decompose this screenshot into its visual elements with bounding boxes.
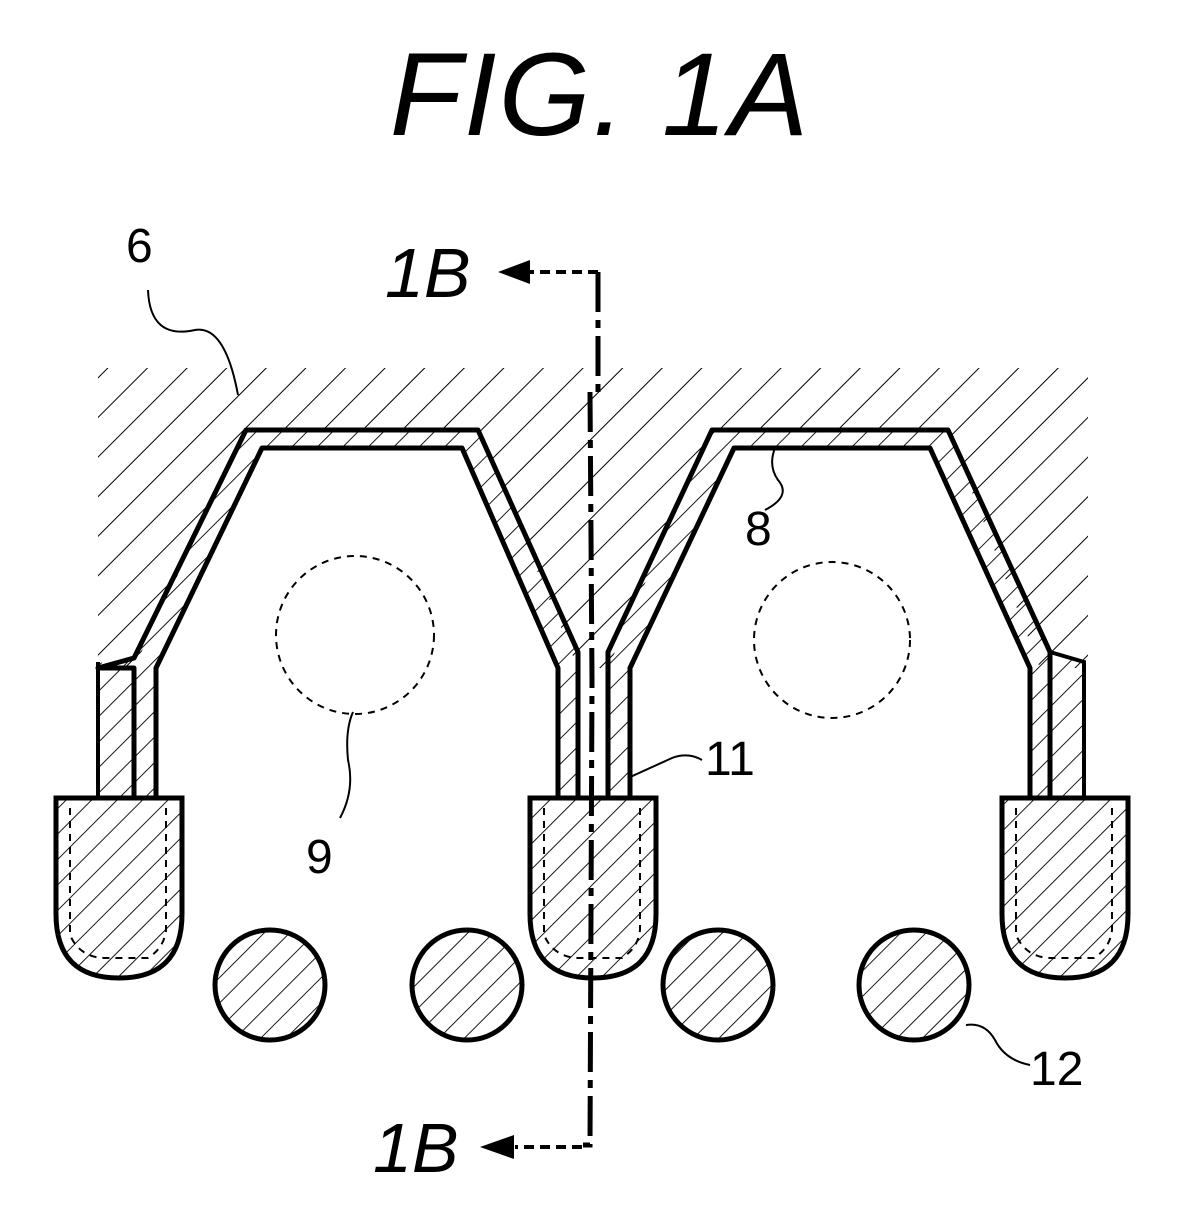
pillar-4 bbox=[859, 930, 969, 1040]
pillar-2 bbox=[412, 930, 522, 1040]
pillar-1 bbox=[215, 930, 325, 1040]
left-outer-wall bbox=[98, 662, 134, 798]
heater-right bbox=[754, 562, 910, 718]
leader-11 bbox=[628, 755, 702, 778]
wall-tip-right bbox=[1002, 798, 1128, 978]
label-12: 12 bbox=[1030, 1043, 1083, 1096]
heater-left bbox=[276, 556, 434, 714]
label-9: 9 bbox=[306, 831, 333, 884]
label-11: 11 bbox=[705, 733, 755, 786]
pillar-3 bbox=[663, 930, 773, 1040]
section-mark-bottom: 1B bbox=[373, 1109, 459, 1187]
label-6: 6 bbox=[126, 220, 153, 273]
section-mark-top: 1B bbox=[385, 234, 471, 312]
leader-8 bbox=[765, 448, 783, 510]
leader-12 bbox=[966, 1025, 1030, 1065]
label-8: 8 bbox=[745, 503, 772, 556]
leader-9 bbox=[340, 712, 353, 818]
wall-tip-left bbox=[56, 798, 182, 978]
right-outer-wall bbox=[1050, 652, 1084, 798]
